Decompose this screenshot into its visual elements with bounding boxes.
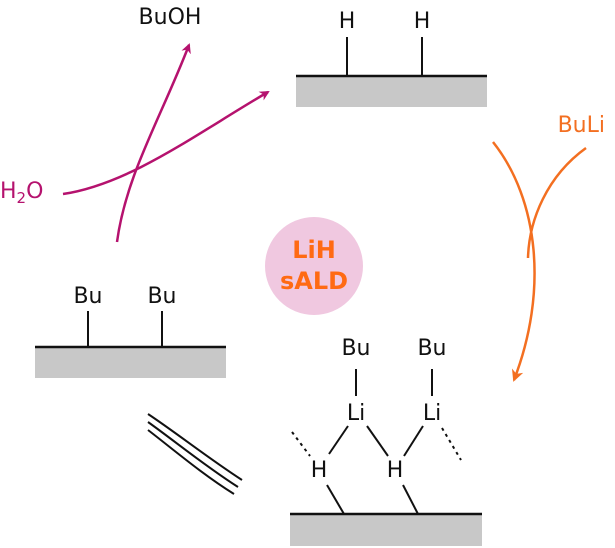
complex-surface: Bu Bu Li Li H H — [290, 336, 482, 546]
complex-lithium-2: Li — [423, 401, 441, 426]
hydride-atom-2: H — [414, 9, 431, 34]
li-h-bond-3 — [403, 425, 424, 457]
water-subscript: 2 — [17, 189, 27, 207]
water-label: H2O — [0, 179, 43, 207]
arrow-to-buoh — [115, 43, 191, 243]
complex-hydride-1: H — [311, 458, 328, 483]
hydride-surface: H H — [296, 9, 487, 107]
complex-hydride-2: H — [387, 458, 404, 483]
badge-circle — [265, 217, 363, 315]
triple-curve-line-1 — [147, 429, 235, 495]
complex-surface-slab — [290, 514, 482, 546]
sald-badge: LiH sALD — [265, 217, 363, 315]
triple-curve-icon — [147, 413, 243, 495]
buli-feed-line — [526, 146, 587, 259]
product-buoh: BuOH — [139, 5, 202, 30]
arrow-to-complex — [492, 141, 536, 382]
hydrolysis-step: H2O BuOH — [0, 5, 270, 243]
h-surface-bond-1 — [326, 484, 345, 515]
triple-curve-line-3 — [147, 413, 243, 481]
complex-butyl-1: Bu — [341, 336, 370, 361]
hydride-surface-slab — [296, 76, 487, 107]
triple-curve-line-2 — [147, 421, 239, 488]
butyl-group-1: Bu — [73, 284, 102, 309]
complex-butyl-2: Bu — [417, 336, 446, 361]
reagent-buli: BuLi — [558, 113, 605, 138]
hydride-atom-1: H — [339, 9, 356, 34]
lithiation-step: BuLi — [492, 113, 605, 382]
badge-line-2: sALD — [280, 267, 348, 295]
arrow-to-hydride — [62, 90, 270, 196]
li-h-bond-1 — [328, 425, 349, 455]
butyl-surface-slab — [35, 347, 226, 378]
complex-lithium-1: Li — [347, 401, 365, 426]
butyl-group-2: Bu — [147, 284, 176, 309]
dotted-bond-left — [291, 431, 311, 457]
water-o: O — [26, 179, 43, 204]
badge-line-1: LiH — [292, 236, 336, 264]
water-h: H — [0, 179, 17, 204]
li-h-bond-2 — [366, 425, 389, 457]
h-surface-bond-2 — [402, 484, 419, 515]
dotted-bond-right — [441, 427, 462, 461]
butyl-surface: Bu Bu — [35, 284, 226, 378]
